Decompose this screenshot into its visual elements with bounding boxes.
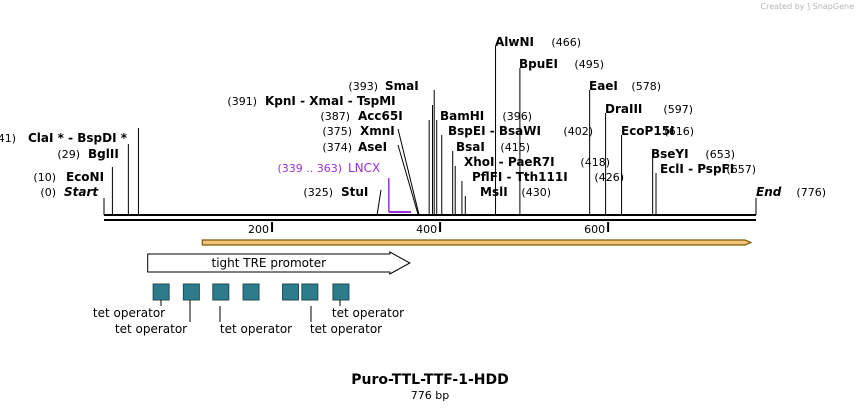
promoter-label: tight TRE promoter — [211, 256, 326, 270]
credit-brand: SnapGene — [812, 2, 854, 11]
site-name-label: EaeI — [589, 79, 618, 93]
tet-operator-box — [282, 283, 300, 301]
orf-arrow — [201, 239, 753, 246]
site-position-label: (776) — [796, 186, 826, 199]
site-position-label: (430) — [521, 186, 551, 199]
site-name-label: BglII — [88, 147, 119, 161]
site-name-label: EclI - PspFI — [660, 162, 734, 176]
site-position-label: (391) — [227, 95, 257, 108]
ruler-tick-label: 400 — [416, 223, 437, 236]
tet-operator-box — [212, 283, 230, 301]
site-name-label: ClaI * - BspDI * — [28, 131, 128, 145]
site-position-label: (393) — [348, 80, 378, 93]
promoter-arrow — [147, 251, 411, 275]
site-position-label: (597) — [663, 103, 693, 116]
snapgene-credit: Created by ⟆ SnapGene — [761, 2, 854, 11]
map-title: Puro-TTL-TTF-1-HDD — [351, 372, 509, 388]
site-tick — [397, 144, 419, 216]
site-name-label: AlwNI — [495, 35, 534, 49]
site-name-label: DraIII — [605, 102, 642, 116]
site-name-label: BsaI — [456, 140, 485, 154]
tet-operator-box — [182, 283, 200, 301]
site-position-label: (495) — [574, 58, 604, 71]
map-length: 776 bp — [410, 389, 450, 402]
tet-operator-box — [332, 283, 350, 301]
primer-name-label: LNCX — [348, 161, 380, 175]
site-position-label: (466) — [551, 36, 581, 49]
site-position-label: (657) — [726, 163, 756, 176]
site-position-label: (325) — [303, 186, 333, 199]
tet-operator-box — [152, 283, 170, 301]
tet-operator-label: tet operator — [220, 322, 292, 336]
site-name-label: Start — [64, 185, 99, 199]
site-name-label: MslI — [480, 185, 508, 199]
site-tick — [397, 128, 420, 216]
site-tick — [376, 189, 382, 216]
site-position-label: (29) — [57, 148, 80, 161]
site-name-label: KpnI - XmaI - TspMI — [265, 94, 396, 108]
site-name-label: StuI — [341, 185, 368, 199]
site-name-label: XmnI — [360, 124, 395, 138]
site-name-label: EcoP15I — [621, 124, 675, 138]
tet-operator-label: tet operator — [332, 306, 404, 320]
site-position-label: (10) — [33, 171, 56, 184]
site-name-label: EcoNI — [66, 170, 104, 184]
site-position-label: (0) — [40, 186, 56, 199]
site-position-label: (402) — [563, 125, 593, 138]
site-position-label: (374) — [322, 141, 352, 154]
site-position-label: (41) — [0, 132, 16, 145]
site-position-label: (396) — [502, 110, 532, 123]
tet-operator-label: tet operator — [115, 322, 187, 336]
site-name-label: BamHI — [440, 109, 484, 123]
tet-operator-box — [242, 283, 260, 301]
site-name-label: PflFI - Tth111I — [472, 170, 568, 184]
site-name-label: BspEI - BsaWI — [448, 124, 541, 138]
ruler-tick-label: 200 — [248, 223, 269, 236]
snapgene-logo-icon: ⟆ — [807, 2, 811, 11]
site-position-label: (426) — [594, 171, 624, 184]
site-name-label: Acc65I — [358, 109, 403, 123]
site-name-label: SmaI — [385, 79, 419, 93]
site-position-label: (616) — [664, 125, 694, 138]
site-position-label: (387) — [320, 110, 350, 123]
site-position-label: (653) — [705, 148, 735, 161]
site-name-label: AseI — [358, 140, 387, 154]
site-name-label: BseYI — [651, 147, 689, 161]
site-position-label: (415) — [500, 141, 530, 154]
ruler-tick-label: 600 — [584, 223, 605, 236]
site-name-label: BpuEI — [519, 57, 558, 71]
tet-operator-label: tet operator — [93, 306, 165, 320]
tet-operator-box — [301, 283, 319, 301]
site-name-label: XhoI - PaeR7I — [464, 155, 555, 169]
site-name-label: End — [756, 185, 782, 199]
primer-range-label: (339 .. 363) — [277, 162, 342, 175]
site-position-label: (375) — [322, 125, 352, 138]
site-position-label: (578) — [631, 80, 661, 93]
tet-operator-label: tet operator — [310, 322, 382, 336]
site-position-label: (418) — [580, 156, 610, 169]
credit-prefix: Created by — [760, 2, 805, 11]
